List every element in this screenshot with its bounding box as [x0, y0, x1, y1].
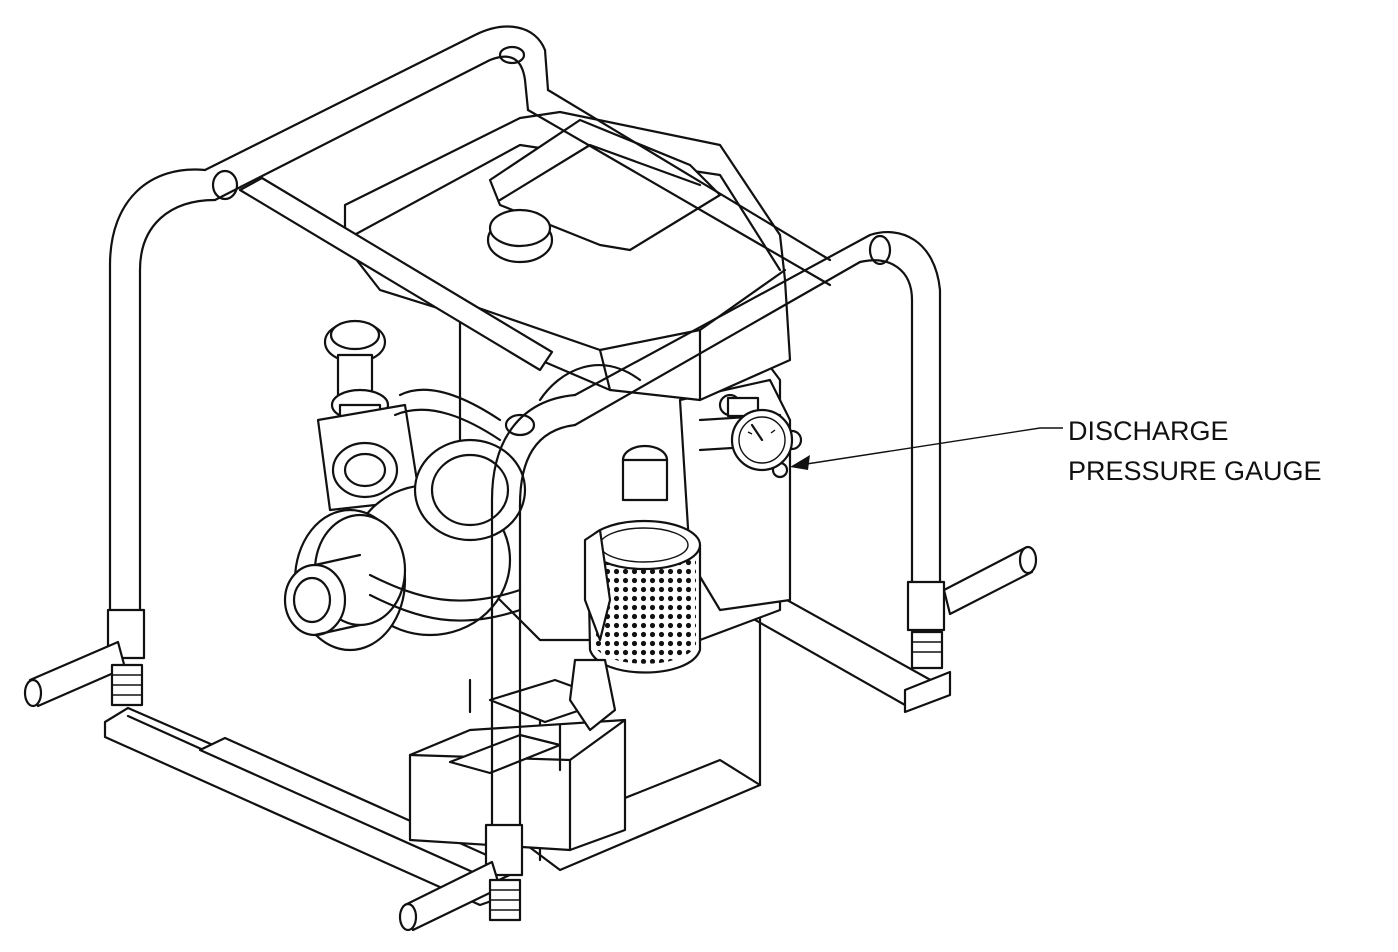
strainer — [568, 444, 702, 732]
handle-front — [398, 823, 524, 932]
callout-leader — [790, 427, 1063, 470]
pressure-gauge — [718, 393, 794, 472]
handle-left — [23, 608, 146, 708]
pump-volute — [283, 319, 527, 652]
fuel-tank — [343, 110, 792, 402]
callout-label-line-2: PRESSURE GAUGE — [1068, 456, 1322, 486]
handle-right — [906, 545, 1038, 670]
roll-cage — [108, 25, 942, 837]
callout-label-line-1: DISCHARGE — [1068, 416, 1229, 446]
